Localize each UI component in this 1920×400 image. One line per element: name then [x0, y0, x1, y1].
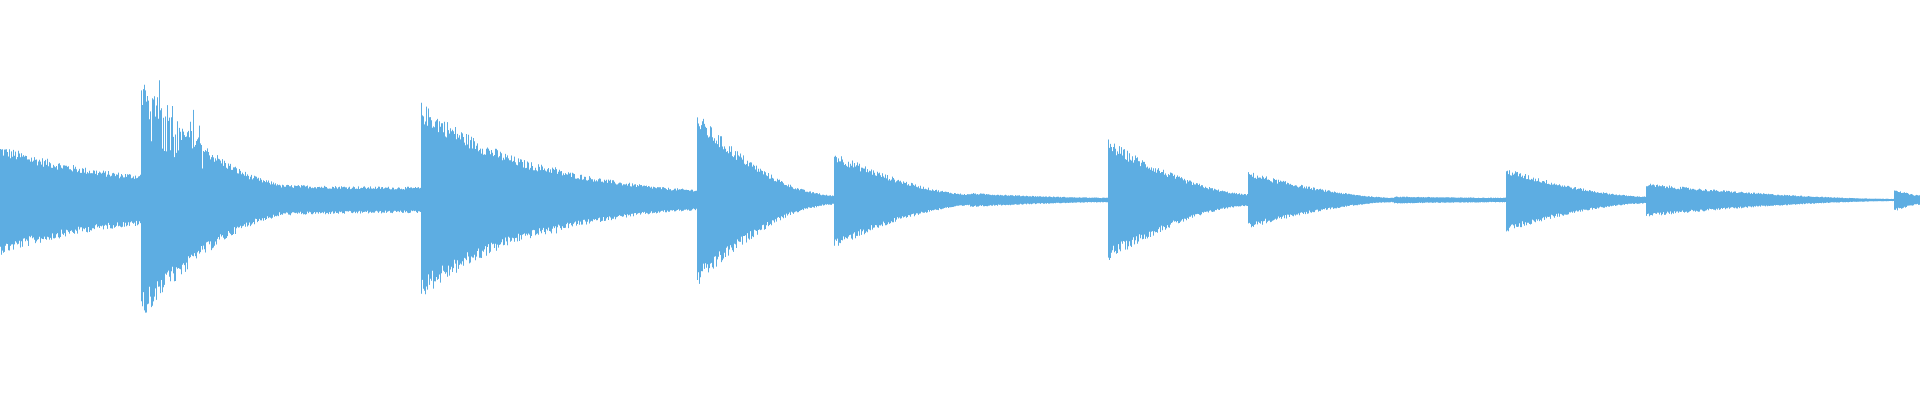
waveform-path [0, 80, 1920, 313]
waveform-bars [0, 80, 1920, 313]
